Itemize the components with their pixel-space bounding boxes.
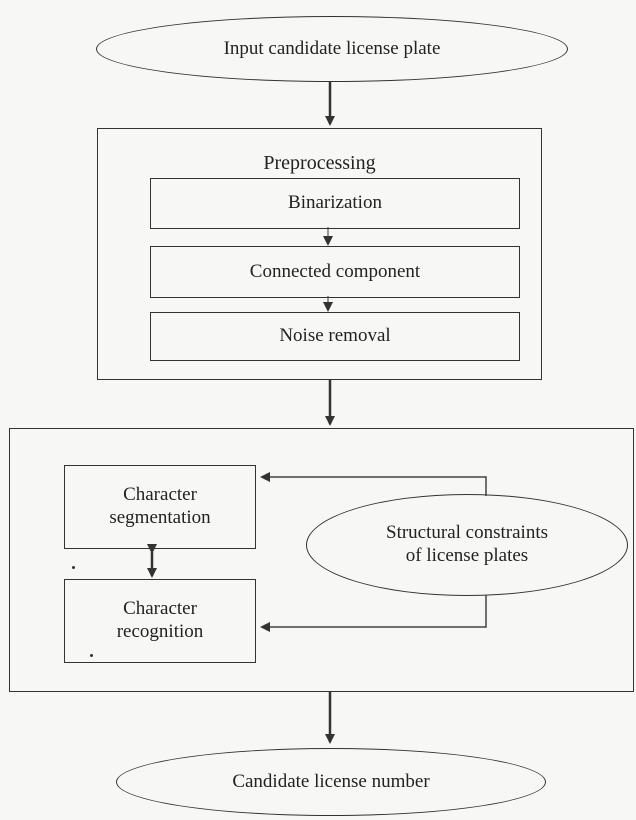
output-ellipse: Candidate license number bbox=[116, 748, 546, 816]
constraints-label-line2: of license plates bbox=[405, 545, 529, 566]
segmentation-box: Character segmentation bbox=[64, 465, 256, 549]
connected-component-label: Connected component bbox=[249, 260, 421, 282]
binarization-box: Binarization bbox=[150, 178, 520, 229]
segmentation-label-line2: segmentation bbox=[109, 507, 211, 528]
noise-removal-label: Noise removal bbox=[279, 325, 391, 347]
recognition-label-line2: recognition bbox=[116, 621, 204, 642]
constraints-label-line1: Structural constraints bbox=[386, 522, 548, 544]
stray-dot bbox=[90, 654, 93, 657]
binarization-label: Binarization bbox=[288, 192, 382, 214]
segmentation-label-line1: Character bbox=[123, 484, 197, 506]
preprocessing-title: Preprocessing bbox=[263, 152, 376, 174]
arrow-constraints-to-segmentation bbox=[260, 472, 487, 496]
connected-component-box: Connected component bbox=[150, 246, 520, 298]
recognition-label-line1: Character bbox=[123, 598, 197, 620]
recognition-box: Character recognition bbox=[64, 579, 256, 663]
stray-dot bbox=[72, 566, 75, 569]
recognition-container bbox=[9, 428, 634, 692]
input-ellipse: Input candidate license plate bbox=[96, 16, 568, 82]
output-label: Candidate license number bbox=[232, 770, 430, 792]
constraints-ellipse: Structural constraints of license plates bbox=[306, 494, 628, 596]
arrow-constraints-to-recognition bbox=[260, 595, 487, 632]
preprocessing-container: Preprocessing bbox=[97, 128, 542, 380]
input-label: Input candidate license plate bbox=[223, 37, 441, 59]
noise-removal-box: Noise removal bbox=[150, 312, 520, 361]
